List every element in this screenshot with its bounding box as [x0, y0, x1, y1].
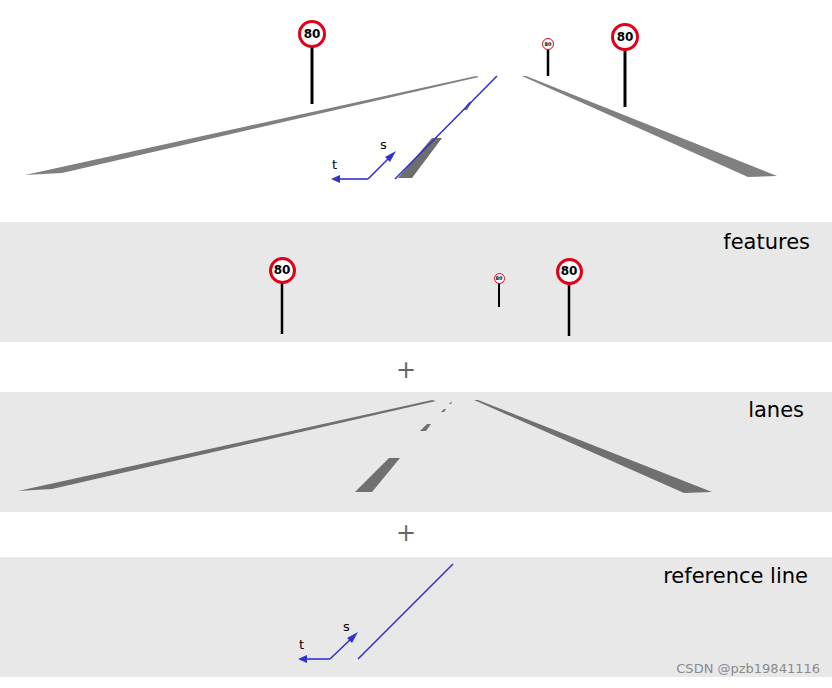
- layer-band: features 80 80 80: [0, 222, 832, 342]
- speed-limit: 80: [496, 276, 503, 281]
- speed-limit: 80: [561, 265, 578, 277]
- watermark: CSDN @pzb19841116: [676, 662, 820, 675]
- band-ground: [0, 557, 832, 677]
- speed-sign: 80: [611, 23, 639, 51]
- sign-poles: [282, 283, 569, 336]
- axis-label: t: [299, 638, 304, 651]
- layer-title: reference line: [663, 566, 808, 587]
- band-ground: [0, 222, 832, 342]
- band-ground: [0, 392, 832, 512]
- plus-sign: +: [396, 521, 416, 545]
- reference-line: [298, 564, 453, 663]
- top-scene: [25, 47, 777, 183]
- speed-limit: 80: [274, 264, 291, 276]
- speed-limit: 80: [304, 28, 321, 40]
- plus-sign: +: [396, 358, 416, 382]
- axis-label: s: [380, 138, 387, 151]
- speed-sign: 80: [542, 38, 554, 50]
- speed-sign: 80: [269, 257, 296, 284]
- layer-band: reference line: [0, 557, 832, 677]
- speed-sign: 80: [494, 273, 505, 284]
- axis-label: s: [343, 620, 350, 633]
- speed-sign: 80: [298, 20, 326, 48]
- layer-title: lanes: [748, 400, 804, 421]
- speed-limit: 80: [545, 42, 552, 47]
- layer-title: features: [723, 232, 810, 253]
- lane-markings: [18, 400, 712, 493]
- axis-label: t: [332, 158, 337, 171]
- speed-limit: 80: [617, 31, 634, 43]
- layer-band: lanes: [0, 392, 832, 512]
- speed-sign: 80: [556, 258, 583, 285]
